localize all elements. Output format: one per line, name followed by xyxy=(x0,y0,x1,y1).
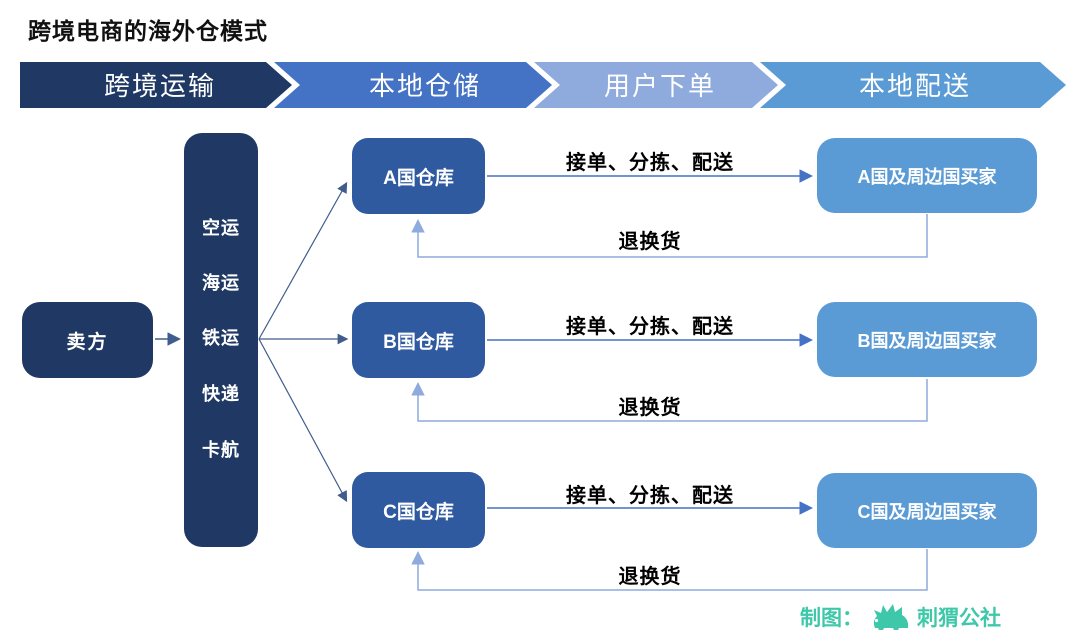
credit-line: 制图： 刺猬公社 xyxy=(800,602,1001,632)
warehouse-label-c: C国仓库 xyxy=(383,501,454,523)
warehouse-box-c: C国仓库 xyxy=(352,472,485,548)
arrow-transport-to-warehouse-a xyxy=(258,181,348,340)
warehouse-label-b: B国仓库 xyxy=(383,331,454,353)
credit-prefix: 制图： xyxy=(800,607,863,630)
stage-label-local-warehousing: 本地仓储 xyxy=(368,71,481,101)
return-arrow-label-b: 退换货 xyxy=(618,397,682,419)
forward-arrow-label-a: 接单、分拣、配送 xyxy=(566,152,734,174)
arrow-transport-to-warehouse-c xyxy=(258,338,348,503)
return-arrow-label-a: 退换货 xyxy=(618,231,682,253)
buyer-box-c: C国及周边国买家 xyxy=(817,473,1037,548)
warehouse-box-b: B国仓库 xyxy=(352,302,485,378)
arrow-return-a xyxy=(411,214,928,258)
arrow-return-c xyxy=(411,549,928,591)
stage-label-local-delivery: 本地配送 xyxy=(858,71,971,101)
hedgehog-icon xyxy=(873,604,909,630)
forward-arrow-label-c: 接单、分拣、配送 xyxy=(566,485,734,507)
stage-chevron-cross-border-shipping xyxy=(20,62,292,108)
stage-chevron-local-delivery xyxy=(760,62,1066,108)
warehouse-label-a: A国仓库 xyxy=(383,167,454,189)
forward-arrow-label-b: 接单、分拣、配送 xyxy=(566,316,734,338)
stage-chevron-local-warehousing xyxy=(274,62,552,108)
page-title: 跨境电商的海外仓模式 xyxy=(28,18,268,44)
stage-label-user-order: 用户下单 xyxy=(603,71,716,101)
buyer-label-c: C国及周边国买家 xyxy=(857,501,997,522)
stage-chevron-user-order xyxy=(534,62,778,108)
buyer-label-a: A国及周边国买家 xyxy=(857,166,997,187)
seller-label: 卖方 xyxy=(66,331,109,353)
transport-item-sea: 海运 xyxy=(202,273,240,293)
stage-label-cross-border-shipping: 跨境运输 xyxy=(103,71,216,101)
buyer-box-a: A国及周边国买家 xyxy=(817,138,1037,213)
transport-item-rail: 铁运 xyxy=(202,328,240,348)
credit-name: 刺猬公社 xyxy=(917,607,1001,630)
transport-item-truck: 卡航 xyxy=(202,440,240,460)
warehouse-box-a: A国仓库 xyxy=(352,138,485,214)
seller-box: 卖方 xyxy=(22,302,153,378)
return-arrow-label-c: 退换货 xyxy=(618,566,682,588)
transport-item-air: 空运 xyxy=(202,218,240,238)
buyer-label-b: B国及周边国买家 xyxy=(857,330,997,351)
transport-item-express: 快递 xyxy=(202,384,240,404)
arrow-return-b xyxy=(411,379,928,422)
transport-box: 空运 海运 铁运 快递 卡航 xyxy=(184,133,258,547)
buyer-box-b: B国及周边国买家 xyxy=(817,302,1037,377)
